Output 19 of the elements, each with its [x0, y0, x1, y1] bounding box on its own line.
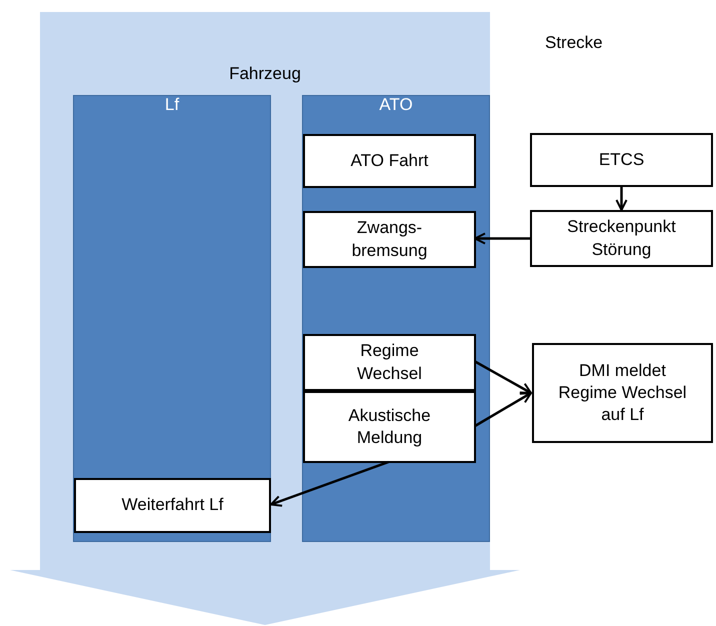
column-heading: Lf [164, 95, 180, 115]
process-box: Weiterfahrt Lf [74, 478, 271, 533]
process-box: DMI meldet Regime Wechsel auf Lf [532, 343, 713, 443]
column-panel [73, 95, 271, 542]
column-panel [302, 95, 490, 542]
arrow [474, 392, 532, 428]
arrow [474, 232, 530, 244]
arrow [616, 187, 628, 211]
area-label: Strecke [545, 33, 603, 53]
process-box: Regime Wechsel [303, 334, 476, 391]
arrow [474, 360, 532, 394]
band-heading: Fahrzeug [228, 64, 302, 84]
process-box: Streckenpunkt Störung [530, 210, 713, 267]
process-box: Akustische Meldung [303, 391, 476, 463]
process-box: ATO Fahrt [303, 134, 476, 188]
column-heading: ATO [378, 95, 414, 115]
process-box: Zwangs- bremsung [303, 211, 476, 268]
process-box: ETCS [530, 133, 713, 187]
arrow [270, 460, 389, 507]
